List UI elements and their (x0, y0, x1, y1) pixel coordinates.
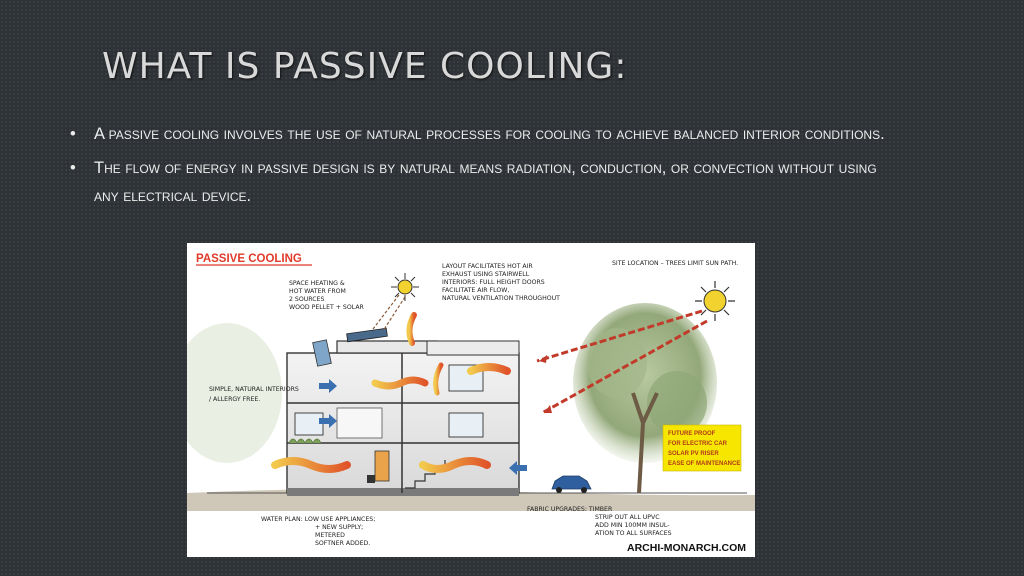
sun-ray-arrow (536, 309, 703, 363)
bullet-symbol: • (70, 159, 76, 177)
blue-arrow (509, 461, 527, 475)
car-icon (551, 475, 592, 493)
svg-text:STRIP OUT ALL UPVC: STRIP OUT ALL UPVC (595, 514, 660, 521)
window (448, 412, 484, 438)
svg-text:LAYOUT FACILITATES HOT AIR: LAYOUT FACILITATES HOT AIR (442, 263, 533, 270)
bullet-item: • The flow of energy in passive design i… (70, 154, 890, 210)
slide-title: What is passive cooling: (102, 46, 628, 87)
svg-text:SITE LOCATION – TREES LIMIT SU: SITE LOCATION – TREES LIMIT SUN PATH. (612, 260, 738, 267)
svg-text:FABRIC UPGRADES: TIMBER: FABRIC UPGRADES: TIMBER (527, 506, 613, 513)
blue-arrow (319, 414, 337, 428)
interior-furniture (336, 407, 383, 439)
annotation-water: WATER PLAN: LOW USE APPLIANCES; + NEW SU… (261, 516, 375, 547)
background-bush (187, 323, 282, 463)
bullet-symbol: • (70, 125, 76, 143)
svg-text:INTERIORS: FULL HEIGHT DOORS: INTERIORS: FULL HEIGHT DOORS (442, 279, 545, 286)
sun-icon (695, 281, 735, 321)
diagram-canvas: PASSIVE COOLING (187, 253, 755, 554)
sun-icon (391, 273, 419, 301)
airflow-arrow (419, 457, 491, 473)
annotation-layout: LAYOUT FACILITATES HOT AIR EXHAUST USING… (442, 263, 560, 302)
roof (336, 340, 438, 354)
figure-title: PASSIVE COOLING (196, 253, 302, 265)
svg-text:FACILITATE AIR FLOW,: FACILITATE AIR FLOW, (442, 287, 509, 294)
svg-text:EXHAUST USING STAIRWELL: EXHAUST USING STAIRWELL (442, 271, 530, 278)
wall-solar-panel (312, 339, 332, 367)
svg-text:WATER PLAN: LOW USE APPLIANCES: WATER PLAN: LOW USE APPLIANCES; (261, 516, 375, 523)
bullet-item: • A passive cooling involves the use of … (70, 120, 890, 148)
arrow-head (544, 405, 552, 413)
annotation-interiors: SIMPLE, NATURAL INTERIORS / ALLERGY FREE… (209, 386, 299, 403)
roof-terrace (426, 340, 520, 356)
svg-text:ADD MIN 100MM INSUL-: ADD MIN 100MM INSUL- (595, 522, 669, 529)
svg-text:HOT WATER FROM: HOT WATER FROM (289, 288, 346, 295)
airflow-arrow (406, 312, 417, 346)
svg-text:ATION TO ALL SURFACES: ATION TO ALL SURFACES (595, 530, 672, 537)
airflow-arrow (271, 457, 351, 473)
svg-text:/ ALLERGY FREE.: / ALLERGY FREE. (209, 396, 260, 403)
figure-credit: ARCHI-MONARCH.COM (627, 542, 746, 554)
bullet-text: The flow of energy in passive design is … (94, 159, 877, 205)
tree (573, 303, 717, 494)
svg-text:+ NEW SUPPLY;: + NEW SUPPLY; (315, 524, 363, 531)
svg-text:WOOD PELLET + SOLAR: WOOD PELLET + SOLAR (289, 304, 365, 311)
svg-text:NATURAL VENTILATION THROUGHOUT: NATURAL VENTILATION THROUGHOUT (442, 295, 560, 302)
future-proof-line: FUTURE PROOF (668, 431, 716, 437)
annotation-site: SITE LOCATION – TREES LIMIT SUN PATH. (612, 260, 738, 267)
bullet-text: A passive cooling involves the use of na… (94, 125, 885, 143)
future-proof-line: EASE OF MAINTENANCE (668, 461, 740, 467)
future-proof-line: FOR ELECTRIC CAR (668, 441, 728, 447)
annotation-fabric: FABRIC UPGRADES: TIMBER STRIP OUT ALL UP… (527, 506, 672, 537)
future-proof-box (662, 424, 742, 472)
sun-ray-arrow (541, 319, 708, 415)
svg-text:SPACE HEATING &: SPACE HEATING & (289, 280, 345, 287)
house-foundation (287, 488, 519, 496)
annotation-heating: SPACE HEATING & HOT WATER FROM 2 SOURCES… (289, 280, 365, 311)
svg-text:METERED: METERED (315, 532, 345, 539)
svg-text:2 SOURCES: 2 SOURCES (289, 296, 324, 303)
roof-solar-panel (346, 327, 388, 343)
svg-text:SOFTNER ADDED.: SOFTNER ADDED. (315, 540, 370, 547)
boiler-unit (367, 475, 375, 483)
blue-arrow (319, 379, 337, 393)
arrow-head (539, 355, 547, 363)
svg-text:SIMPLE, NATURAL INTERIORS: SIMPLE, NATURAL INTERIORS (209, 386, 299, 393)
bullet-list: • A passive cooling involves the use of … (70, 120, 890, 216)
passive-cooling-diagram: PASSIVE COOLING (187, 243, 755, 557)
boiler (374, 450, 390, 482)
window (294, 412, 324, 436)
airflow-arrow (433, 362, 444, 396)
planting (288, 438, 322, 444)
future-proof-line: SOLAR PV RISER (668, 451, 719, 457)
airflow-arrow (467, 363, 511, 375)
airflow-arrow (371, 376, 429, 390)
solar-ray (372, 294, 406, 332)
